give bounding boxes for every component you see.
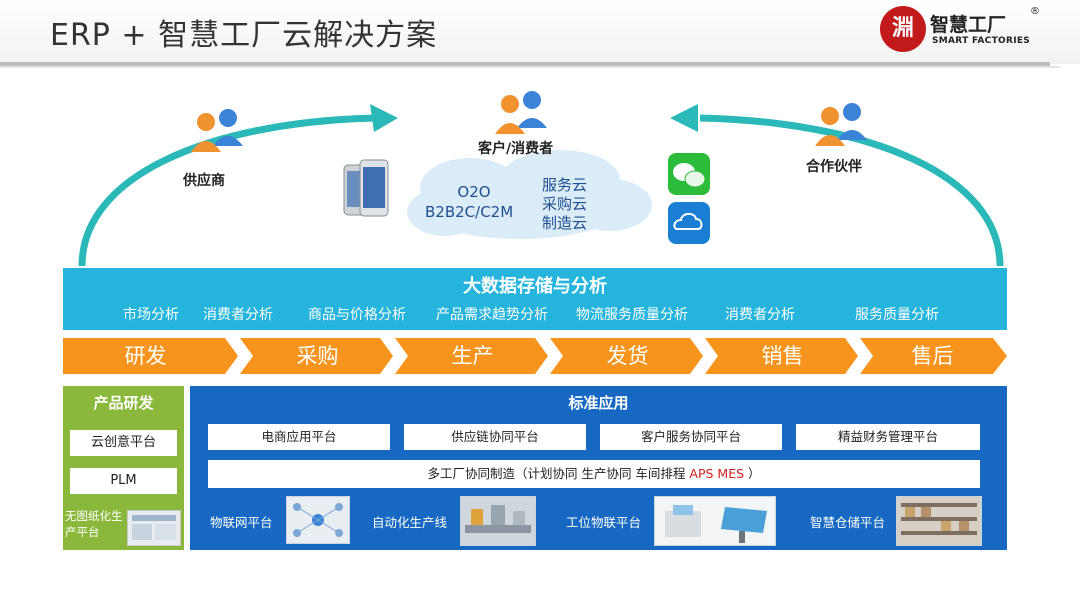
smart-warehouse-image: [896, 496, 982, 546]
bigdata-item: 消费者分析: [203, 307, 273, 323]
warehouse-icon: [901, 503, 977, 535]
stage-arrow-6: [860, 338, 1007, 374]
standard-apps-title: 标准应用: [568, 394, 629, 412]
partner-people-icon: [815, 103, 867, 146]
header-divider: [0, 62, 1050, 66]
stage-arrow-5: [705, 338, 858, 374]
multi-factory-bar: 多工厂协同制造（计划协同 生产协同 车间排程 APS MES ）: [208, 460, 980, 488]
stage-arrows: [63, 338, 1007, 374]
stage-aftersales: 售后: [911, 344, 954, 368]
iot-network-image: [286, 496, 350, 544]
cloud-manufacture: 制造云: [542, 214, 588, 232]
multi-factory-prefix: 多工厂协同制造（计划协同 生产协同 车间排程: [427, 466, 690, 481]
right-arc: [699, 114, 1004, 267]
standard-apps-panel: 标准应用 电商应用平台 供应链协同平台 客户服务协同平台 精益财务管理平台 多工…: [190, 386, 1007, 550]
automation-line-image: [460, 496, 536, 546]
station-iot-image: [654, 496, 776, 546]
bigdata-item: 服务质量分析: [855, 307, 939, 323]
stage-arrow-1: [63, 338, 238, 374]
stage-labels: 研发 采购 生产 发货 销售 售后: [0, 338, 1080, 374]
ecommerce-platform: 电商应用平台: [208, 424, 390, 450]
smart-warehouse-label: 智慧仓储平台: [810, 515, 886, 530]
smartphone-icon: [343, 159, 389, 217]
supplier-people-icon: [191, 109, 243, 152]
production-line-icon: [465, 505, 531, 533]
cloud-b2b2c: B2B2C/C2M: [425, 203, 514, 221]
cloud-icon: [407, 150, 652, 239]
multi-factory-suffix: ）: [744, 466, 761, 481]
supply-chain-platform: 供应链协同平台: [404, 424, 586, 450]
stage-rd: 研发: [124, 344, 167, 368]
paperless-platform-label: 无图纸化生产平台: [65, 509, 123, 539]
customer-people-icon: [495, 91, 547, 134]
cloud-creative-platform: 云创意平台: [70, 430, 177, 456]
screen-thumbnail-icon: [132, 515, 176, 540]
product-dev-panel: 产品研发 云创意平台 PLM 无图纸化生产平台: [63, 386, 184, 550]
workstation-icon: [665, 505, 767, 543]
right-arc-arrowhead: [670, 104, 698, 132]
paperless-platform-image: [127, 510, 181, 546]
stage-arrow-4: [550, 338, 703, 374]
page-title: ERP + 智慧工厂云解决方案: [50, 18, 438, 53]
cloud-app-icon: [668, 202, 710, 244]
logo-icon: 淵: [880, 6, 926, 52]
header-bar: ERP + 智慧工厂云解决方案 淵 智慧工厂 ® SMART FACTORIES: [0, 0, 1080, 64]
iot-platform-label: 物联网平台: [210, 515, 273, 530]
stage-sales: 销售: [761, 344, 804, 368]
supplier-label: 供应商: [183, 173, 225, 189]
header-divider-shadow: [0, 66, 1060, 68]
customer-label: 客户/消费者: [478, 141, 554, 157]
cloud-o2o: O2O: [457, 183, 491, 201]
partner-label: 合作伙伴: [806, 159, 862, 175]
stage-purchase: 采购: [296, 344, 339, 368]
product-dev-title: 产品研发: [93, 394, 154, 412]
left-arc-arrowhead: [370, 104, 398, 132]
bigdata-item: 产品需求趋势分析: [436, 307, 548, 323]
finance-platform: 精益财务管理平台: [796, 424, 980, 450]
bigdata-item: 市场分析: [123, 307, 179, 323]
bigdata-item: 商品与价格分析: [308, 307, 406, 323]
cloud-purchase: 采购云: [542, 195, 588, 213]
logo-subtitle: SMART FACTORIES: [932, 36, 1031, 46]
logo: 淵 智慧工厂 ® SMART FACTORIES: [880, 4, 1060, 54]
cloud-service: 服务云: [542, 176, 588, 194]
left-arc: [78, 114, 376, 267]
network-icon: [293, 503, 343, 537]
stage-production: 生产: [451, 344, 494, 368]
logo-registered: ®: [1030, 6, 1040, 17]
bigdata-band: 大数据存储与分析 市场分析 消费者分析 商品与价格分析 产品需求趋势分析 物流服…: [63, 268, 1007, 330]
automation-line-label: 自动化生产线: [372, 515, 448, 530]
wechat-icon: [668, 153, 710, 195]
stage-arrow-2: [240, 338, 393, 374]
stage-shipping: 发货: [606, 344, 649, 368]
logo-name: 智慧工厂: [930, 14, 1007, 36]
bigdata-item: 消费者分析: [725, 307, 795, 323]
stage-arrow-3: [395, 338, 548, 374]
bigdata-title: 大数据存储与分析: [463, 276, 607, 297]
plm-item: PLM: [70, 468, 177, 494]
multi-factory-highlight: APS MES: [689, 466, 745, 481]
bigdata-item: 物流服务质量分析: [576, 307, 688, 323]
station-iot-label: 工位物联平台: [566, 515, 642, 530]
customer-service-platform: 客户服务协同平台: [600, 424, 782, 450]
